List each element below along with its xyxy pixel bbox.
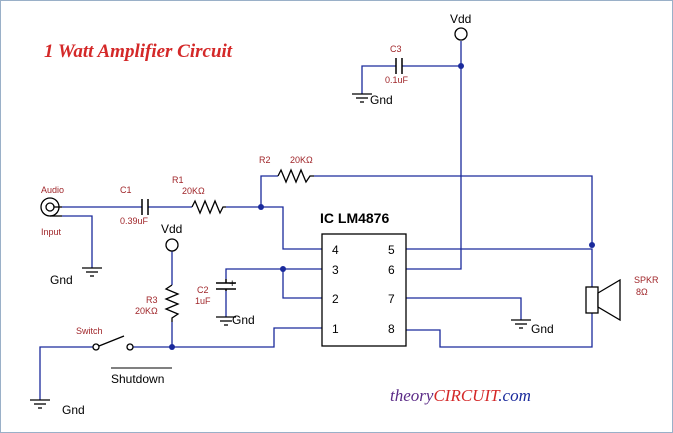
r1-label: R1 [172,175,184,185]
wire-pin3-pin2 [282,269,322,299]
speaker-value: 8Ω [636,287,648,297]
speaker-label: SPKR [634,275,659,285]
vdd-mid-label: Vdd [161,222,182,236]
ic-name: IC LM4876 [320,210,389,226]
resistor-r1 [191,199,226,215]
c2-label: C2 [197,285,209,295]
wire-pin3-c2 [225,268,322,279]
junction-pin3 [280,266,286,272]
ic-pin-1: 1 [332,322,339,336]
c2-plus: + [229,278,235,290]
wire-node-pin4 [261,206,322,250]
gnd-switch-label: Gnd [62,403,85,417]
wire-pin7-gnd [406,297,522,320]
speaker-icon [585,278,621,322]
c1-value: 0.39uF [120,216,149,226]
junctions [169,63,595,350]
brand-suffix: .com [498,386,531,405]
audio-jack [40,197,62,217]
brand-prefix: theory [390,386,434,405]
switch-label: Switch [76,326,103,336]
junction-r1-r2 [258,204,264,210]
vdd-mid-terminal [165,238,179,252]
ground-c3-icon [352,93,372,103]
resistor-r3 [164,284,180,322]
wire-switch-gnd [39,346,96,400]
capacitor-c3 [395,58,403,74]
gnd-pin7-label: Gnd [531,322,554,336]
diagram-title: 1 Watt Amplifier Circuit [44,41,233,62]
wire-vdd-pin6 [406,41,462,270]
wire-pin5-speaker [406,248,593,287]
wires [39,41,593,400]
wire-c3-gnd [361,65,396,94]
ground-switch-icon [30,399,50,409]
brand-highlight: CIRCUIT [433,386,501,405]
shutdown-label: Shutdown [111,372,164,386]
wire-r2-output [314,175,593,245]
c3-value: 0.1uF [385,75,409,85]
c2-value: 1uF [195,296,211,306]
ic-body [321,233,407,347]
wire-audio-gnd [62,215,93,268]
ic-pin-8: 8 [388,322,395,336]
ground-input-icon [82,267,102,277]
gnd-input-label: Gnd [50,273,73,287]
brand-watermark: theoryCIRCUIT.com [390,386,531,405]
gnd-c3-label: Gnd [370,93,393,107]
junction-r3 [169,344,175,350]
resistor-r2 [277,168,314,184]
r2-label: R2 [259,155,271,165]
r1-value: 20KΩ [182,186,205,196]
wire-speaker-pin8 [406,313,593,348]
audio-label: Audio [41,185,64,195]
ic-pin-6: 6 [388,263,395,277]
ic-pin-3: 3 [332,263,339,277]
r2-value: 20KΩ [290,155,313,165]
capacitor-c1 [141,199,149,215]
junction-speaker [589,242,595,248]
input-label: Input [41,227,62,237]
r3-label: R3 [146,295,158,305]
junction-c3 [458,63,464,69]
ic-pin-2: 2 [332,292,339,306]
ic-pin-7: 7 [388,292,395,306]
gnd-c2-label: Gnd [232,313,255,327]
ground-symbols [30,93,531,409]
c1-label: C1 [120,185,132,195]
capacitor-c2 [216,279,236,291]
wire-node-r2 [260,175,278,207]
ground-pin7-icon [511,319,531,329]
vdd-top-label: Vdd [450,12,471,26]
ic-pin-4: 4 [332,243,339,257]
shutdown-switch [92,335,134,351]
c3-label: C3 [390,44,402,54]
vdd-top-terminal [454,27,468,41]
wire-pin1-switch [130,327,322,348]
r3-value: 20KΩ [135,306,158,316]
ground-c2-icon [216,316,236,326]
ic-pin-5: 5 [388,243,395,257]
